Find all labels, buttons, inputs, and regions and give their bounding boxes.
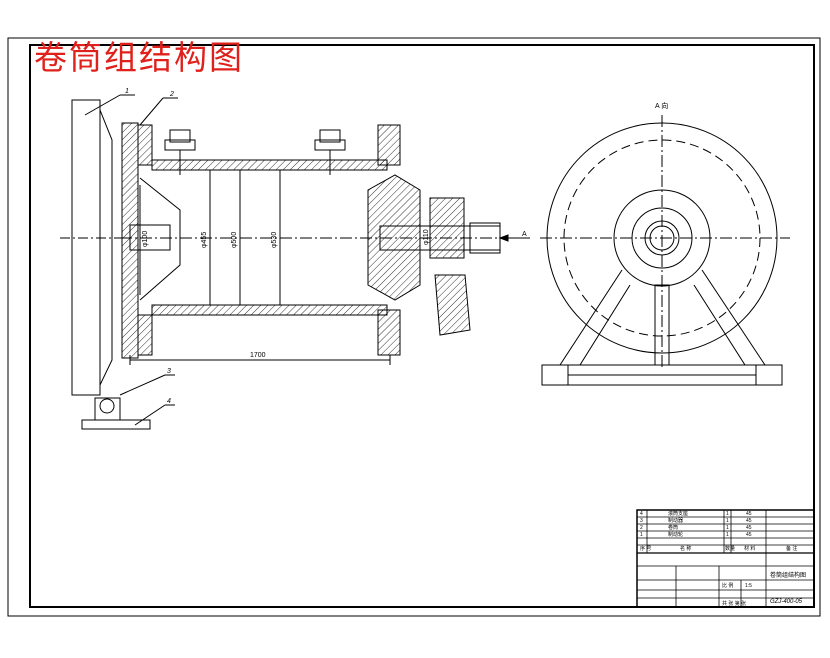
- brake-pin: [99, 398, 115, 414]
- parts-row-no: 2: [640, 525, 643, 531]
- parts-row-name: 制动器: [668, 517, 683, 524]
- coupling: [429, 197, 465, 259]
- drum-shell-top: [151, 159, 388, 171]
- parts-row-no: 4: [640, 511, 643, 517]
- brake-body: [94, 397, 121, 421]
- frame-foot-right: [755, 364, 783, 386]
- end-view: [540, 115, 790, 386]
- dim-d2: φ500: [231, 232, 238, 248]
- bolt-right: [314, 129, 346, 175]
- parts-row-qty: 1: [726, 532, 729, 538]
- parts-row-material: 45: [746, 511, 752, 517]
- right-flange: [367, 124, 421, 356]
- leader-2: [139, 97, 164, 126]
- view-arrow-label: A: [522, 231, 527, 238]
- dim-d3: φ530: [271, 232, 278, 248]
- support-leg: [434, 274, 471, 336]
- leader-4: [134, 404, 166, 426]
- parts-list: 4 滚筒支座 1 45 3 制动器 1 45 2 卷筒 1 45 1 制动轮 1…: [640, 510, 806, 607]
- dim-length: 1700: [250, 352, 266, 359]
- scale-label: 比 例: [722, 582, 733, 589]
- dim-d1: φ455: [201, 232, 208, 248]
- parts-row-qty: 1: [726, 511, 729, 517]
- brake-wheel: [71, 99, 101, 396]
- inner-border: [29, 44, 815, 608]
- parts-row-material: 45: [746, 532, 752, 538]
- section-view: [60, 94, 530, 430]
- parts-row-name: 卷筒: [668, 524, 678, 531]
- frame-base-bar: [567, 374, 757, 386]
- parts-row-qty: 1: [726, 518, 729, 524]
- parts-row-material: 45: [746, 518, 752, 524]
- scale-value: 1:5: [745, 583, 752, 589]
- title-block-drawing-no: GZJ-400-05: [770, 599, 803, 605]
- frame-foot-left: [541, 364, 569, 386]
- parts-row-no: 3: [640, 518, 643, 524]
- title-block: [636, 509, 815, 608]
- leader-3: [119, 374, 166, 396]
- part-number-3: 3: [167, 368, 171, 375]
- frame-left-leg: [559, 269, 631, 366]
- sheet-label: 共 张 第 张: [722, 600, 746, 607]
- part-number-1: 1: [125, 88, 129, 95]
- header-no: 序 号: [640, 545, 651, 552]
- parts-row-no: 1: [640, 532, 643, 538]
- leader-1: [84, 94, 121, 116]
- header-remark: 备 注: [786, 545, 797, 552]
- title-block-drawing-name: 卷筒组结构图: [770, 571, 806, 579]
- parts-row-name: 滚筒支座: [668, 510, 688, 517]
- frame-right-leg: [693, 269, 766, 366]
- part-number-2: 2: [169, 91, 174, 98]
- brake-wheel-hub: [99, 109, 113, 386]
- part-number-4: 4: [167, 398, 171, 405]
- bolt-left: [164, 129, 196, 175]
- header-material: 材 料: [744, 545, 755, 552]
- dim-shaft: φ110: [423, 229, 430, 245]
- outer-border: [7, 37, 821, 617]
- header-qty: 数量: [725, 545, 735, 552]
- parts-row-material: 45: [746, 525, 752, 531]
- parts-row-qty: 1: [726, 525, 729, 531]
- dim-bore: φ100: [142, 231, 149, 247]
- drum-shell-bottom: [151, 304, 388, 316]
- view-label: A 向: [655, 101, 668, 110]
- drawing-title: 卷筒组结构图: [34, 38, 244, 77]
- brake-base: [81, 419, 151, 430]
- header-name: 名 称: [680, 545, 691, 552]
- parts-row-name: 制动轮: [668, 531, 683, 538]
